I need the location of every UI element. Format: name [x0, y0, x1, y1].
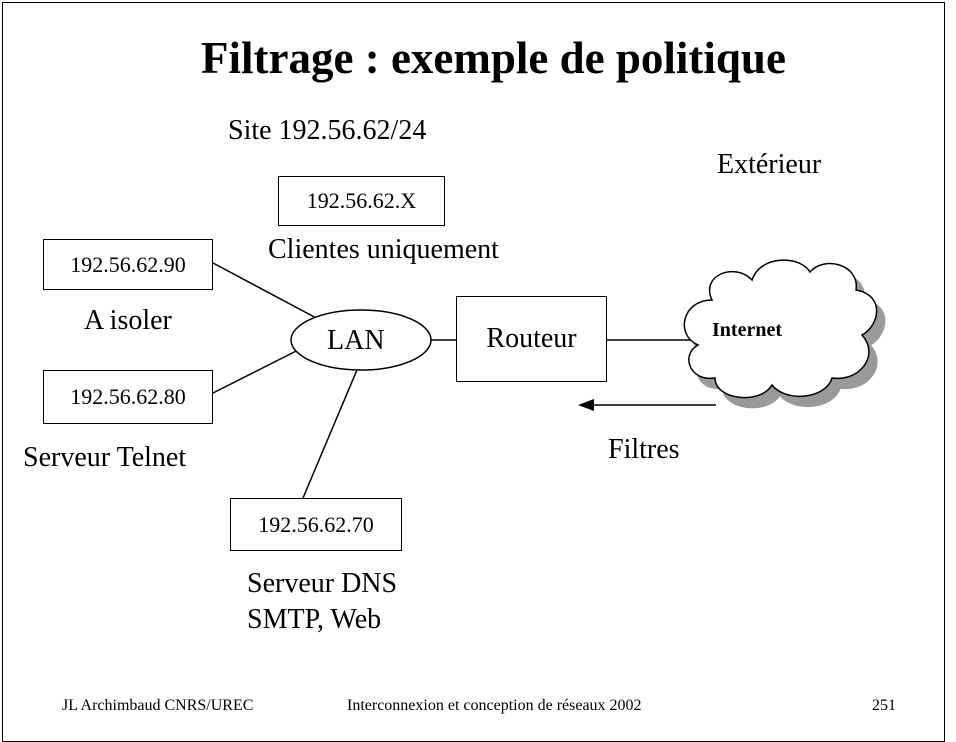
host-caption-dns-line1: Serveur DNS — [247, 568, 398, 599]
network-diagram — [212, 259, 886, 499]
host-box-telnet: 192.56.62.80 — [43, 370, 213, 424]
host-box-clients: 192.56.62.X — [278, 176, 445, 226]
footer-course: Interconnexion et conception de réseaux … — [347, 697, 642, 714]
site-label: Site 192.56.62/24 — [228, 115, 427, 146]
router-box: Routeur — [456, 296, 607, 382]
link-host90-lan — [212, 262, 321, 321]
slide-title: Filtrage : exemple de politique — [201, 33, 786, 83]
internet-cloud — [683, 259, 878, 399]
filter-label: Filtres — [608, 434, 680, 465]
host-box-dns: 192.56.62.70 — [230, 498, 402, 551]
lan-ellipse — [290, 309, 432, 371]
footer-page-number: 251 — [872, 697, 896, 714]
host-box-isolate: 192.56.62.90 — [43, 239, 213, 290]
host-caption-dns-line2: SMTP, Web — [247, 604, 382, 635]
link-lan-host70 — [302, 357, 363, 499]
internet-label: Internet — [712, 319, 782, 341]
footer-author: JL Archimbaud CNRS/UREC — [62, 697, 254, 714]
host-caption-isolate: A isoler — [84, 305, 172, 336]
exterior-label: Extérieur — [717, 149, 822, 180]
host-caption-telnet: Serveur Telnet — [23, 442, 187, 473]
filter-arrow-head — [578, 399, 594, 411]
host-caption-clients: Clientes uniquement — [268, 234, 499, 265]
lan-label: LAN — [327, 325, 385, 356]
